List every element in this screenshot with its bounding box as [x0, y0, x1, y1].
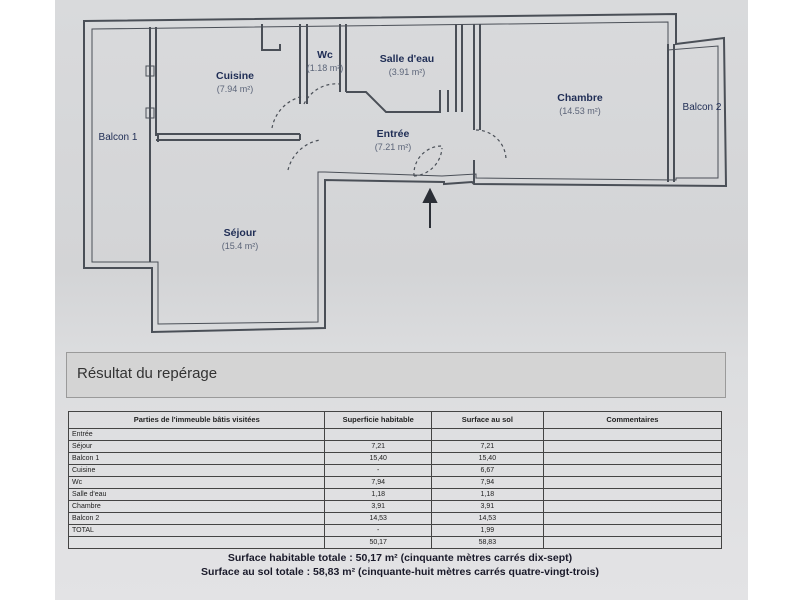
summary-habitable: Surface habitable totale : 50,17 m² (cin…: [227, 552, 573, 564]
outer-wall-inner: [91, 21, 719, 325]
wall-chambre-left: [473, 24, 481, 184]
table-row: TOTAL-1,99: [67, 524, 723, 537]
room-label-sejour: Séjour(15.4 m²): [221, 227, 259, 251]
window-mark: [145, 65, 155, 77]
cell: [542, 464, 723, 477]
cell: 7,94: [430, 476, 544, 489]
cell: [542, 488, 723, 501]
col-header: Surface au sol: [430, 411, 544, 429]
cell: -: [324, 524, 432, 537]
cell: Salle d'eau: [67, 488, 326, 501]
cell: Entrée: [67, 428, 326, 441]
cell: 15,40: [324, 452, 432, 465]
window-mark: [145, 107, 155, 119]
section-title: Résultat du repérage: [77, 365, 218, 382]
result-table: Parties de l'immeuble bâtis visitées Sup…: [67, 411, 723, 549]
cell: Wc: [67, 476, 326, 489]
cell: Balcon 1: [67, 452, 326, 465]
room-label-chambre: Chambre(14.53 m²): [557, 92, 603, 116]
cell: 3,91: [430, 500, 544, 513]
cell: [542, 536, 723, 549]
cell: 50,17: [324, 536, 432, 549]
cell: [542, 428, 723, 441]
room-label-cuisine: Cuisine(7.94 m²): [216, 70, 254, 94]
col-header: Commentaires: [542, 411, 723, 429]
cell: 3,91: [324, 500, 432, 513]
col-header: Superficie habitable: [324, 411, 432, 429]
entry-arrow: [422, 187, 438, 228]
summary-sol: Surface au sol totale : 58,83 m² (cinqua…: [201, 566, 599, 578]
cell: 6,67: [430, 464, 544, 477]
floor-plan: [83, 12, 728, 334]
section-header: Résultat du repérage: [66, 352, 726, 398]
wall-balcon-2: [667, 44, 675, 182]
cell: 1,99: [430, 524, 544, 537]
cell: [542, 476, 723, 489]
outer-wall: [83, 12, 728, 334]
cell: [542, 524, 723, 537]
table-row: Cuisine-6,67: [67, 464, 723, 477]
cell: 58,83: [430, 536, 544, 549]
table-header-row: Parties de l'immeuble bâtis visitées Sup…: [67, 411, 723, 429]
room-label-wc: Wc(1.18 m²): [306, 49, 344, 73]
table-row: Entrée: [67, 428, 723, 441]
cell: -: [324, 464, 432, 477]
door-entree: [413, 147, 443, 177]
cell: 1,18: [430, 488, 544, 501]
cell: 7,21: [430, 440, 544, 453]
cell: Cuisine: [67, 464, 326, 477]
cell: 15,40: [430, 452, 544, 465]
cell: 14,53: [430, 512, 544, 525]
room-label-salle-deau: Salle d'eau(3.91 m²): [379, 53, 435, 77]
room-label-balcon-1: Balcon 1: [98, 132, 138, 143]
cell: 7,94: [324, 476, 432, 489]
wall-kitchen-bottom: [156, 133, 300, 141]
cell: Séjour: [67, 440, 326, 453]
cell: TOTAL: [67, 524, 326, 537]
cell: [67, 536, 326, 549]
wall-balcon-1: [149, 27, 157, 262]
room-label-entree: Entrée(7.21 m²): [374, 128, 412, 152]
wall-wc: [299, 24, 347, 104]
door-kitchen: [271, 95, 305, 129]
cell: [430, 428, 544, 441]
col-header: Parties de l'immeuble bâtis visitées: [67, 411, 326, 429]
wall-salle-deau: [346, 24, 463, 113]
cell: 1,18: [324, 488, 432, 501]
door-wc: [303, 83, 341, 105]
cell: [542, 500, 723, 513]
cell: 14,53: [324, 512, 432, 525]
cell: [324, 428, 432, 441]
cell: [542, 440, 723, 453]
wall-wc-corner: [261, 24, 281, 51]
cell: [542, 512, 723, 525]
cell: Chambre: [67, 500, 326, 513]
cell: 7,21: [324, 440, 432, 453]
door-sejour: [287, 139, 321, 171]
wall-sejour-top: [157, 134, 301, 142]
door-chambre: [475, 129, 507, 161]
room-label-balcon-2: Balcon 2: [682, 102, 722, 113]
cell: Balcon 2: [67, 512, 326, 525]
cell: [542, 452, 723, 465]
